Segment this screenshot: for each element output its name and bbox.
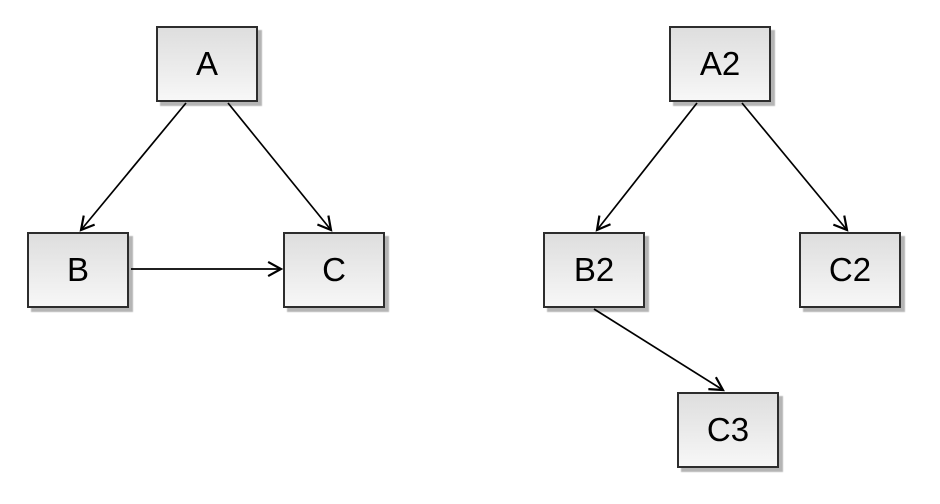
edge-a-to-b[interactable] [79, 102, 187, 232]
node-a2[interactable]: A2 [669, 26, 771, 102]
edge-a-to-c[interactable] [227, 102, 333, 232]
node-a[interactable]: A [156, 26, 258, 102]
edge-b2-to-c3[interactable] [593, 308, 725, 392]
node-a-label: A [195, 44, 218, 82]
node-b2[interactable]: B2 [543, 232, 645, 308]
node-b[interactable]: B [27, 232, 129, 308]
node-b-label: B [66, 250, 89, 288]
node-a2-label: A2 [699, 44, 741, 82]
node-c2-label: C2 [828, 250, 872, 288]
edge-a2-to-c2[interactable] [741, 102, 849, 232]
node-c3[interactable]: C3 [677, 392, 779, 468]
node-c-label: C [322, 250, 346, 288]
node-b2-label: B2 [573, 250, 615, 288]
edge-a2-to-b2[interactable] [595, 102, 698, 232]
node-c2[interactable]: C2 [799, 232, 901, 308]
node-c[interactable]: C [283, 232, 385, 308]
node-c3-label: C3 [706, 410, 750, 448]
